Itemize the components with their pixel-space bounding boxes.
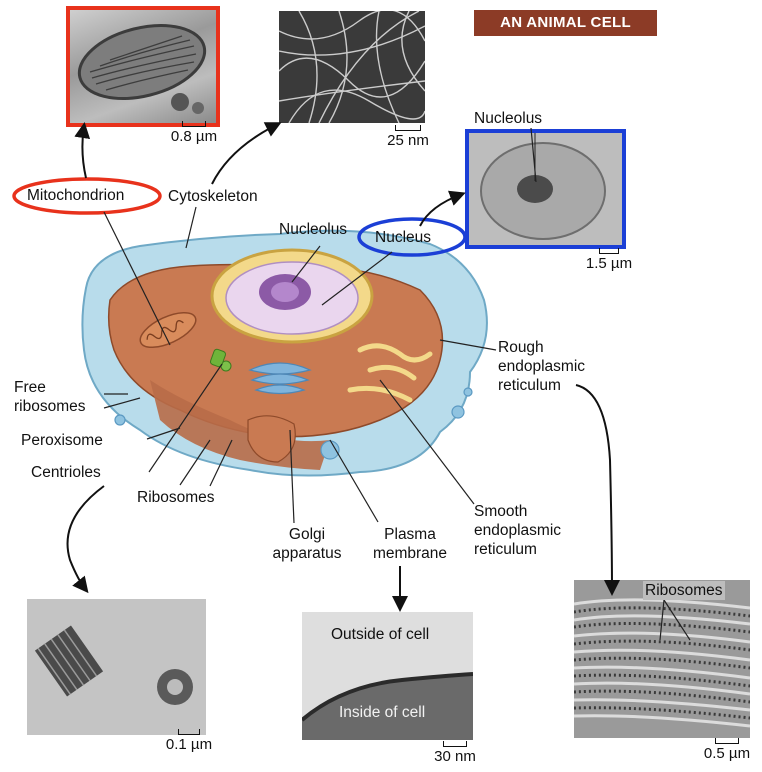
nucleus-scale-text: 1.5 µm (586, 255, 632, 272)
ribosomes-micrograph-label: Ribosomes (643, 581, 725, 600)
scale-bar-line (395, 125, 421, 131)
smooth-er-label: Smooth endoplasmic reticulum (474, 502, 561, 559)
free-ribosomes-line-1: Free (14, 378, 86, 397)
scale-bar-line (182, 121, 206, 127)
plasma-membrane-scale-bar: 30 nm (428, 741, 482, 765)
plasma-membrane-label: Plasma membrane (362, 525, 458, 563)
golgi-line-1: Golgi (259, 525, 355, 544)
plasma-membrane-line-1: Plasma (362, 525, 458, 544)
smooth-er-line-2: endoplasmic (474, 521, 561, 540)
inside-cell-label: Inside of cell (339, 703, 425, 722)
nucleus-label: Nucleus (375, 228, 431, 247)
golgi-line-2: apparatus (259, 544, 355, 563)
scale-bar-line (443, 741, 467, 747)
centrioles-scale-bar: 0.1 µm (160, 729, 218, 753)
peroxisome-label: Peroxisome (21, 431, 103, 450)
centrioles-scale-text: 0.1 µm (166, 736, 212, 753)
centrioles-label: Centrioles (31, 463, 101, 482)
outside-cell-label: Outside of cell (331, 625, 429, 644)
cytoskeleton-scale-text: 25 nm (387, 132, 429, 149)
free-ribosomes-line-2: ribosomes (14, 397, 86, 416)
golgi-label: Golgi apparatus (259, 525, 355, 563)
nucleolus-cell-label: Nucleolus (279, 220, 347, 239)
mitochondrion-label: Mitochondrion (27, 186, 124, 205)
rough-er-scale-bar: 0.5 µm (698, 738, 756, 762)
nucleus-scale-bar: 1.5 µm (580, 248, 638, 272)
figure-title: AN ANIMAL CELL (474, 10, 657, 36)
smooth-er-line-1: Smooth (474, 502, 561, 521)
plasma-membrane-scale-text: 30 nm (434, 748, 476, 765)
scale-bar-line (715, 738, 739, 744)
cytoskeleton-label: Cytoskeleton (168, 187, 258, 206)
plasma-membrane-line-2: membrane (362, 544, 458, 563)
nucleolus-micrograph-label: Nucleolus (474, 109, 542, 128)
rough-er-line-3: reticulum (498, 376, 585, 395)
rough-er-label: Rough endoplasmic reticulum (498, 338, 585, 395)
mitochondrion-scale-bar: 0.8 µm (166, 121, 222, 145)
ribosomes-label: Ribosomes (137, 488, 215, 507)
rough-er-line-1: Rough (498, 338, 585, 357)
cytoskeleton-scale-bar: 25 nm (381, 125, 435, 149)
free-ribosomes-label: Free ribosomes (14, 378, 86, 416)
mitochondrion-scale-text: 0.8 µm (171, 128, 217, 145)
scale-bar-line (178, 729, 200, 735)
rough-er-scale-text: 0.5 µm (704, 745, 750, 762)
scale-bar-line (599, 248, 619, 254)
smooth-er-line-3: reticulum (474, 540, 561, 559)
rough-er-line-2: endoplasmic (498, 357, 585, 376)
